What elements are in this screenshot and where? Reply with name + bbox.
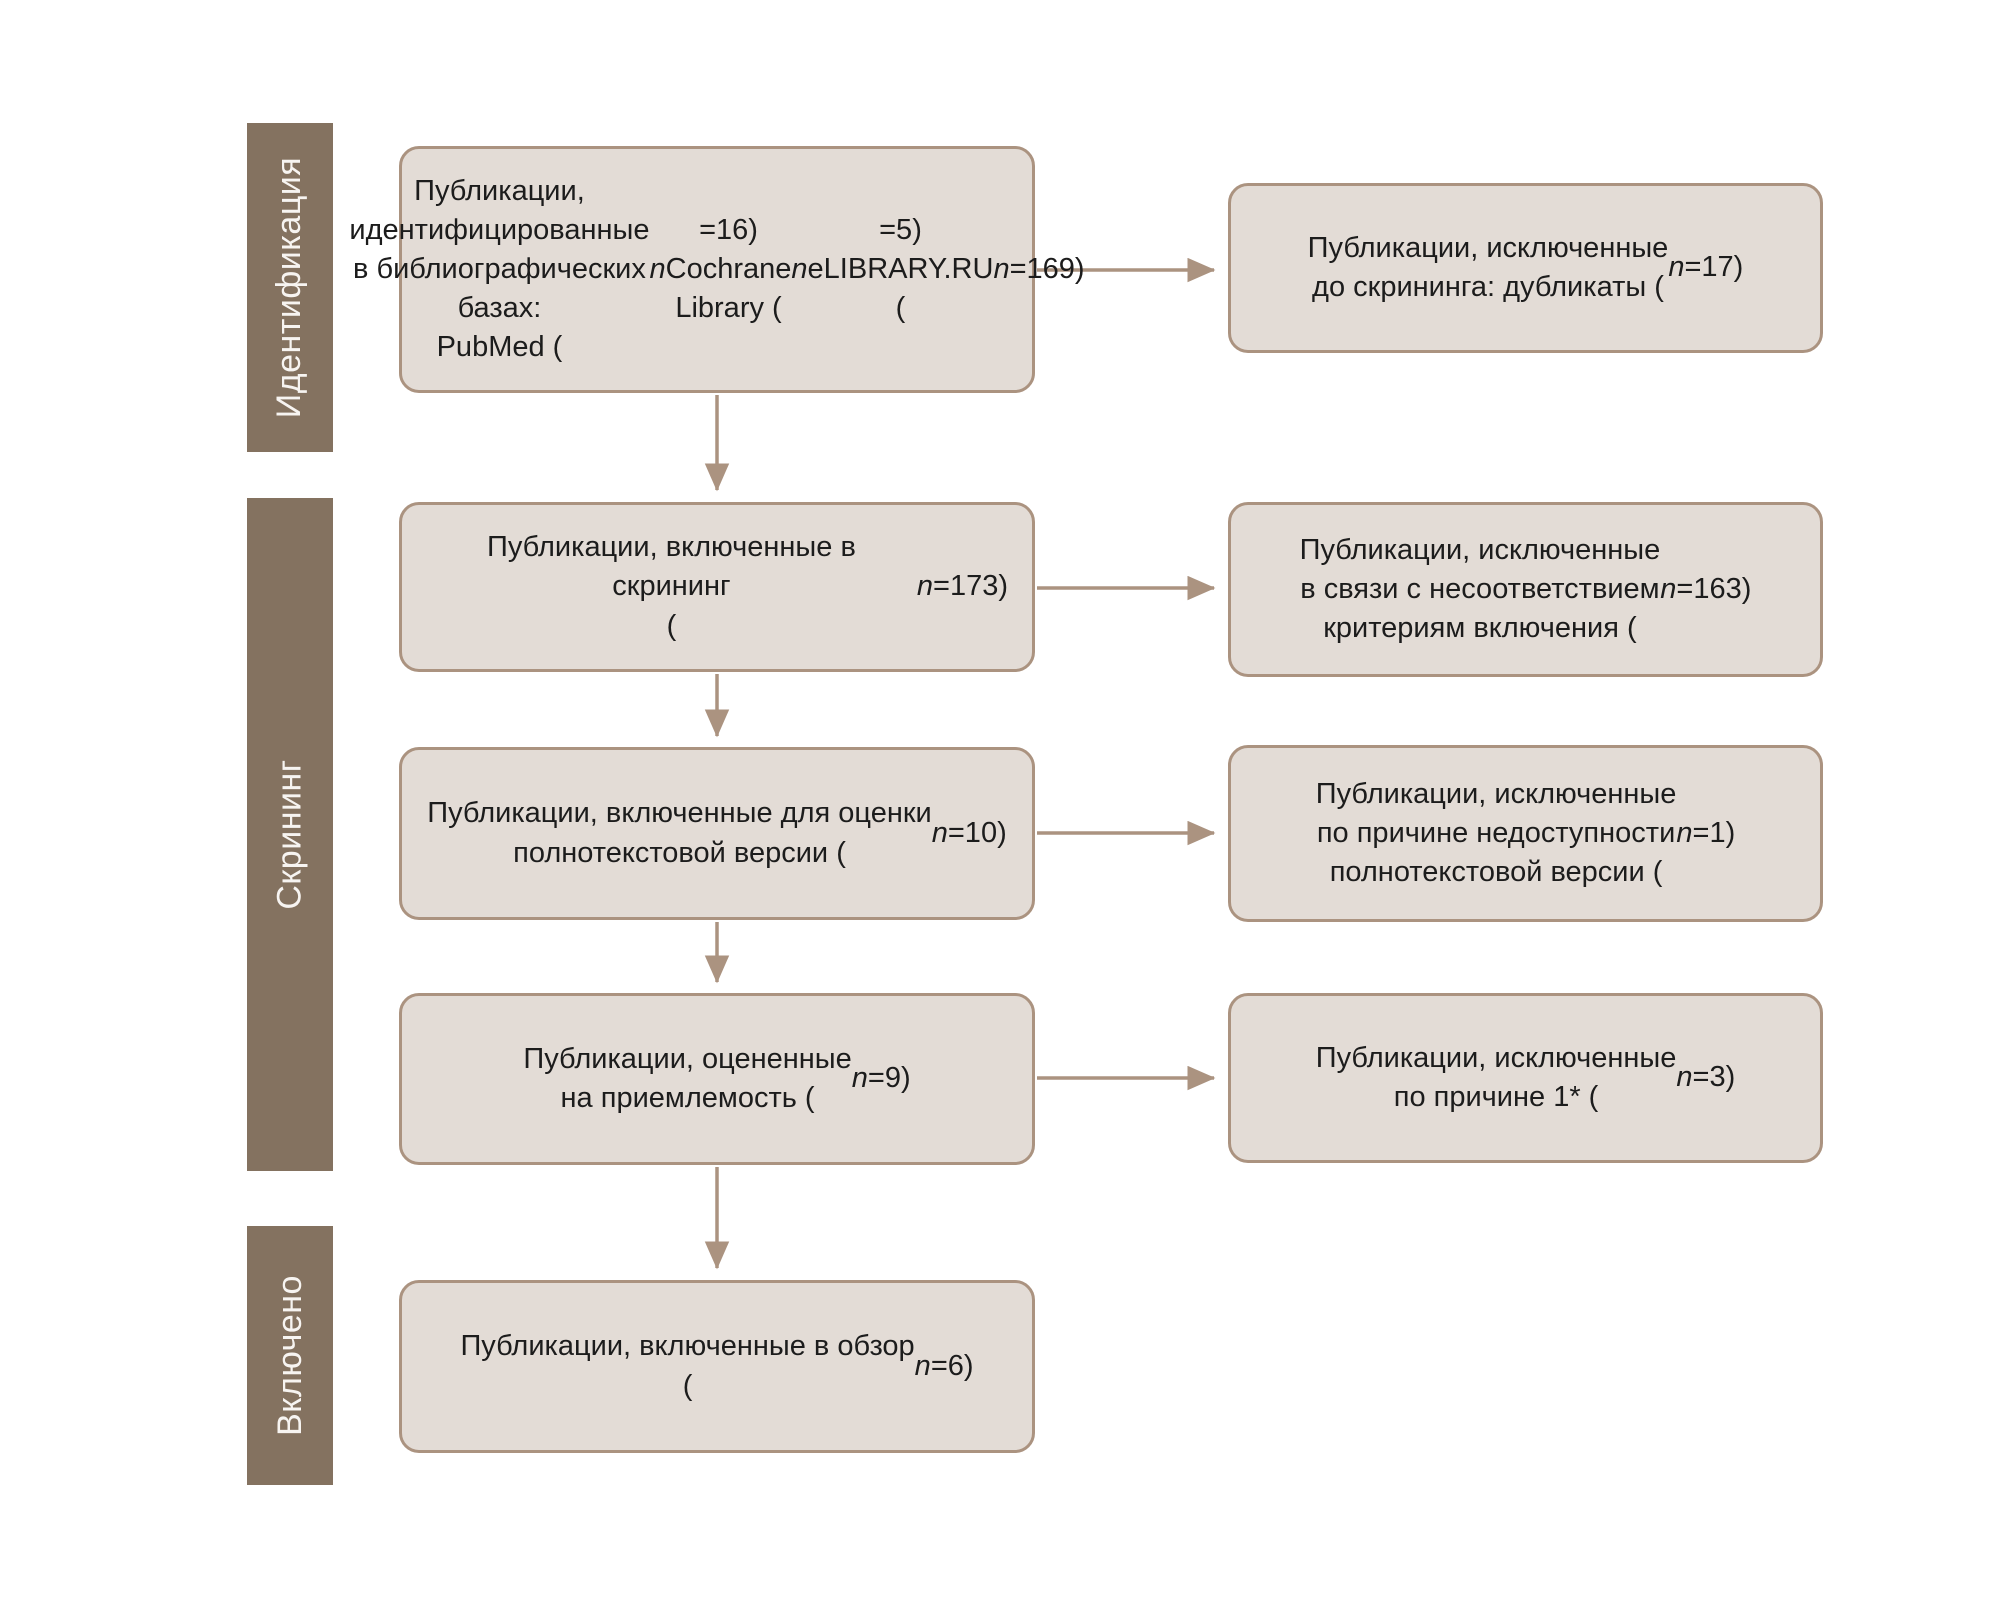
- flow-box-eligibility-assessed-publications: Публикации, оцененные на приемлемость (n…: [399, 993, 1035, 1165]
- flow-box-screened-publications: Публикации, включенные в скрининг (n=173…: [399, 502, 1035, 672]
- exclusion-box-reason-1: Публикации, исключенные по причине 1* (n…: [1228, 993, 1823, 1163]
- stage-label-included: Включено: [270, 1275, 309, 1436]
- exclusion-box-no-fulltext: Публикации, исключенные по причине недос…: [1228, 745, 1823, 922]
- stage-label-screening: Скрининг: [270, 759, 309, 910]
- flow-box-fulltext-assessed-publications: Публикации, включенные для оценки полнот…: [399, 747, 1035, 920]
- stage-bar-screening: Скрининг: [247, 498, 333, 1171]
- stage-bar-included: Включено: [247, 1226, 333, 1485]
- flow-box-included-in-review-publications: Публикации, включенные в обзор (n=6): [399, 1280, 1035, 1453]
- exclusion-box-criteria-mismatch: Публикации, исключенные в связи с несоот…: [1228, 502, 1823, 677]
- stage-label-identification: Идентификация: [270, 156, 309, 419]
- flow-box-identified-publications: Публикации, идентифицированные в библиог…: [349, 146, 1085, 393]
- stage-bar-identification: Идентификация: [247, 123, 333, 452]
- exclusion-box-duplicates: Публикации, исключенные до скрининга: ду…: [1228, 183, 1823, 353]
